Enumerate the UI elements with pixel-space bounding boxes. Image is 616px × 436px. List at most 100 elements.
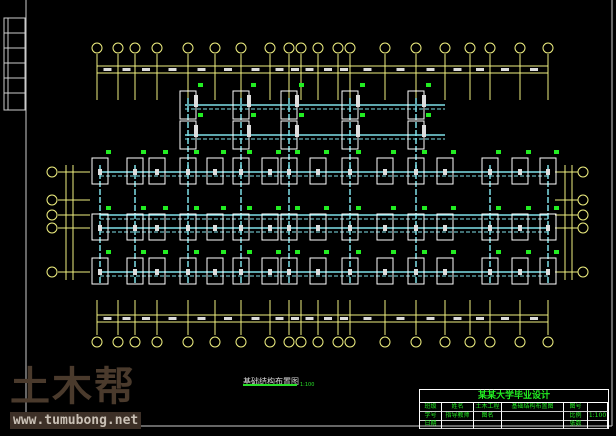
column-stub — [287, 225, 291, 231]
pile-cap-footing — [206, 157, 224, 185]
footing-label — [554, 206, 559, 210]
axis-bubble — [514, 336, 526, 348]
pile-cap-footing — [481, 213, 499, 241]
title-block-cell: 基础结构布置图 — [502, 403, 564, 412]
column-stub — [213, 225, 217, 231]
axis-bubble — [344, 42, 356, 54]
axis-bubble — [91, 42, 103, 54]
watermark: 土木帮 www.tumubong.net — [10, 365, 142, 429]
title-block-cell: 班级 — [420, 403, 442, 412]
title-block-cell: 张数 — [564, 420, 588, 429]
pile-cap-footing — [376, 213, 394, 241]
dimension-text — [426, 317, 435, 320]
footing-label — [356, 250, 361, 254]
axis-bubble — [46, 194, 58, 206]
dimension-text — [476, 317, 484, 320]
column-stub — [213, 169, 217, 175]
column-stub — [186, 269, 190, 275]
column-stub — [98, 169, 102, 175]
column-stub — [194, 95, 198, 107]
pile-cap-footing — [206, 257, 224, 285]
footing-label — [526, 150, 531, 154]
dimension-text — [103, 68, 112, 71]
dimension-text — [275, 68, 284, 71]
footing-label — [221, 206, 226, 210]
title-block-cell: 比例 — [564, 411, 588, 421]
pile-cap-footing — [148, 157, 166, 185]
column-stub — [356, 95, 360, 107]
footing-label — [422, 250, 427, 254]
axis-bubble — [542, 42, 554, 54]
pile-cap-footing — [179, 213, 197, 241]
pile-cap-footing — [148, 257, 166, 285]
dimension-text — [122, 317, 131, 320]
column-stub — [443, 225, 447, 231]
axis-bubble — [344, 336, 356, 348]
dimension-text — [426, 68, 435, 71]
column-stub — [518, 269, 522, 275]
footing-label — [276, 206, 281, 210]
pile-cap-footing — [232, 257, 250, 285]
dimension-text — [530, 317, 538, 320]
axis-bubble — [235, 336, 247, 348]
footing-label — [295, 150, 300, 154]
dimension-text — [275, 317, 284, 320]
column-stub — [518, 225, 522, 231]
pile-cap-footing — [539, 213, 557, 241]
dimension-text — [324, 317, 332, 320]
column-stub — [546, 269, 550, 275]
footing-label — [247, 150, 252, 154]
pile-cap-footing — [148, 213, 166, 241]
footing-label — [141, 250, 146, 254]
column-stub — [268, 269, 272, 275]
column-stub — [295, 95, 299, 107]
footing-label — [194, 250, 199, 254]
column-stub — [316, 269, 320, 275]
footing-label — [198, 113, 203, 117]
dimension-text — [453, 317, 462, 320]
axis-bubble — [484, 336, 496, 348]
pile-cap-footing — [91, 157, 109, 185]
axis-bubble — [312, 336, 324, 348]
footing-label — [251, 83, 256, 87]
plan-title: 基础结构布置图 — [243, 377, 299, 386]
footing-label — [194, 150, 199, 154]
axis-bubble — [151, 42, 163, 54]
column-stub — [348, 169, 352, 175]
footing-label — [422, 150, 427, 154]
footing-label — [299, 113, 304, 117]
column-stub — [414, 225, 418, 231]
pile-cap-footing — [179, 257, 197, 285]
axis-bubble — [46, 266, 58, 278]
dimension-text — [224, 68, 232, 71]
column-stub — [546, 225, 550, 231]
axis-bubble — [484, 42, 496, 54]
axis-bubble — [151, 336, 163, 348]
dimension-text — [142, 317, 150, 320]
pile-cap-footing — [261, 213, 279, 241]
footing-label — [496, 150, 501, 154]
column-stub — [383, 269, 387, 275]
dimension-text — [396, 317, 405, 320]
dimension-text — [363, 68, 372, 71]
title-block-cell: 日期 — [420, 420, 442, 429]
pile-cap-footing — [280, 213, 298, 241]
pile-cap-footing — [407, 157, 425, 185]
axis-bubble — [295, 42, 307, 54]
pile-cap-footing — [341, 157, 359, 185]
dimension-text — [340, 68, 348, 71]
footing-label — [360, 83, 365, 87]
footing-label — [554, 150, 559, 154]
title-block-school: 某某大学毕业设计 — [420, 390, 608, 403]
footing-label — [251, 113, 256, 117]
column-stub — [247, 95, 251, 107]
pile-cap-footing — [126, 213, 144, 241]
footing-label — [360, 113, 365, 117]
pile-cap-footing — [539, 257, 557, 285]
axis-bubble — [209, 42, 221, 54]
pile-cap-footing — [376, 157, 394, 185]
column-stub — [186, 169, 190, 175]
pile-cap-footing — [232, 157, 250, 185]
